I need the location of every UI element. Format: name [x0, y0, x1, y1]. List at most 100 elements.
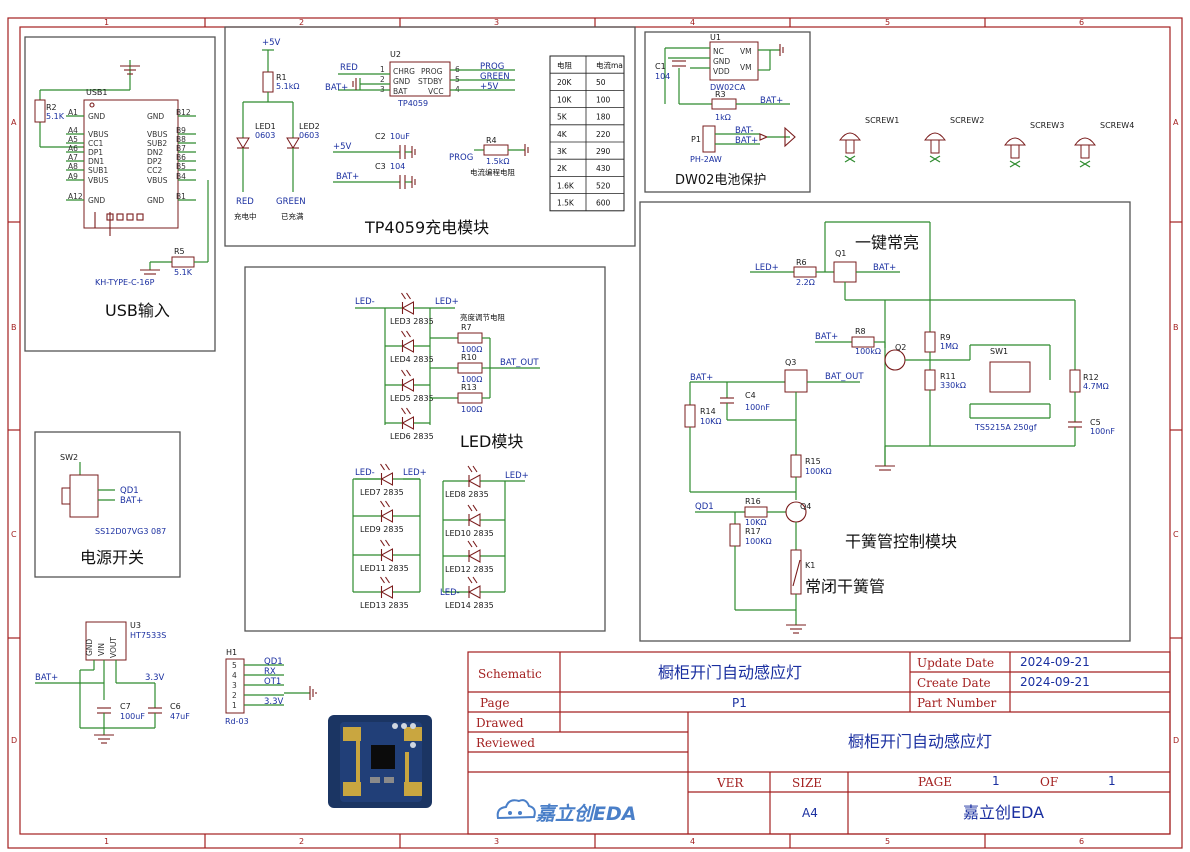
u2-part: TP4059 — [397, 99, 428, 108]
led-label: LED12 2835 — [445, 565, 494, 574]
usb-pin-left-name: VBUS — [88, 176, 109, 185]
led-emission-icon — [401, 292, 406, 300]
led-diode-icon — [401, 378, 414, 392]
led-emission-icon — [380, 539, 385, 547]
led-emission-icon — [472, 504, 478, 512]
c3-ref: C3 — [375, 162, 386, 171]
title-block: Schematic 橱柜开门自动感应灯 Page P1 Drawed Revie… — [467, 651, 1171, 835]
screw-head-icon — [839, 132, 861, 141]
zone-side-c: C — [11, 530, 17, 539]
led-emission-icon — [401, 407, 406, 415]
led-diode-icon — [380, 509, 393, 523]
tb-of-value: 1 — [1108, 774, 1116, 788]
tb-drawn-label: Drawed — [476, 716, 524, 730]
dw02-box — [644, 31, 811, 193]
usb-pin-left-number: A5 — [68, 135, 78, 144]
usb-pin-left-name: CC1 — [88, 139, 103, 148]
zone-bottom-4: 4 — [690, 837, 695, 846]
zone-top-1: 1 — [104, 18, 109, 27]
tb-schematic-label: Schematic — [478, 667, 542, 681]
led-emission-icon — [406, 369, 411, 377]
u1-pin-vdd: VDD — [713, 67, 730, 76]
r4-note: 电流编程电阻 — [470, 167, 515, 177]
usb-pin-right-number: B4 — [176, 172, 186, 181]
sw2-body — [69, 474, 99, 518]
r12-value: 4.7MΩ — [1083, 382, 1109, 391]
usb-module-title: USB输入 — [105, 301, 170, 320]
c3-net: BAT+ — [336, 172, 359, 182]
usb-pin-left-number: A8 — [68, 162, 78, 171]
led2-ref: LED2 — [299, 122, 320, 131]
r17 — [729, 523, 741, 547]
screw-ref: SCREW2 — [950, 116, 984, 125]
sw1-part: TS5215A 250gf — [974, 423, 1037, 432]
q3-body — [784, 369, 808, 393]
zone-top-2: 2 — [299, 18, 304, 27]
screw-head-icon — [1074, 137, 1096, 146]
tb-pg-label: PAGE — [918, 775, 952, 789]
led-label: LED7 2835 — [360, 488, 404, 497]
usb-connector-body — [83, 99, 179, 229]
k1-body — [790, 549, 802, 595]
q3-net-batp: BAT+ — [690, 373, 713, 383]
q3-net-bout: BAT_OUT — [825, 372, 864, 382]
led-emission-icon — [401, 369, 406, 377]
led1-net-red: RED — [236, 197, 254, 207]
zone-bottom-3: 3 — [494, 837, 499, 846]
u3-part: HT7533S — [130, 631, 166, 640]
current-table-cell-current: 100 — [596, 95, 611, 104]
led-emission-icon — [467, 576, 473, 584]
zone-top-3: 3 — [494, 18, 499, 27]
r1 — [262, 71, 274, 93]
usb-pin-left-number: A4 — [68, 126, 78, 135]
u2-net-batp: BAT+ — [325, 83, 348, 93]
u2-pin-prog: PROG — [421, 67, 443, 76]
current-table-cell-resistor: 4K — [557, 130, 568, 139]
h1-pin-number: 5 — [232, 661, 237, 670]
p1-body — [702, 125, 716, 153]
r8-net-batp: BAT+ — [815, 332, 838, 342]
usb-pin-right-name: SUB2 — [147, 139, 167, 148]
reed-module-title: 干簧管控制模块 — [845, 532, 957, 551]
zone-top-5: 5 — [885, 18, 890, 27]
reed-module-box — [639, 201, 1131, 642]
r15-ref: R15 — [805, 457, 821, 466]
c6-ref: C6 — [170, 702, 181, 711]
reed-module: 一键常亮 干簧管控制模块 常闭干簧管 LED+ R6 2.2Ω Q1 BAT+ … — [639, 201, 1131, 642]
screw-ref: SCREW3 — [1030, 121, 1064, 130]
power-switch-title: 电源开关 — [80, 548, 144, 567]
q2-body — [884, 349, 906, 371]
r14 — [684, 404, 696, 428]
tb-partnumber-label: Part Number — [917, 696, 996, 710]
usb-pin-left-number: A7 — [68, 153, 78, 162]
current-table-cell-current: 430 — [596, 164, 611, 173]
usb-pin-left-number: A1 — [68, 108, 78, 117]
zone-side-d-right: D — [1173, 736, 1179, 745]
q4-ref: Q4 — [800, 502, 811, 511]
led-emission-icon — [406, 407, 411, 415]
led-label: LED9 2835 — [360, 525, 404, 534]
r4 — [483, 144, 509, 156]
h1-pin-net: QD1 — [264, 657, 283, 667]
led-diode-icon — [380, 585, 393, 599]
c5-value: 100nF — [1090, 427, 1115, 436]
r3 — [711, 98, 737, 110]
c1-ref: C1 — [655, 62, 666, 71]
tb-create-value: 2024-09-21 — [1020, 675, 1090, 689]
r11-value: 330kΩ — [940, 381, 966, 390]
tb-size-value: A4 — [802, 806, 818, 820]
zone-side-d: D — [11, 736, 17, 745]
led-emission-icon — [467, 504, 473, 512]
usb-pin-right-number: B12 — [176, 108, 191, 117]
always-on-title: 一键常亮 — [855, 233, 919, 252]
screw-noconnect-icon — [929, 155, 941, 163]
zone-top-4: 4 — [690, 18, 695, 27]
tb-page-value: P1 — [732, 696, 747, 710]
usb-r2-ref: R2 — [46, 103, 57, 112]
u2-pin-bat: BAT — [393, 87, 408, 96]
c7-value: 100uF — [120, 712, 145, 721]
usb-part-number: KH-TYPE-C-16P — [95, 278, 155, 287]
current-table-cell-current: 520 — [596, 181, 611, 190]
